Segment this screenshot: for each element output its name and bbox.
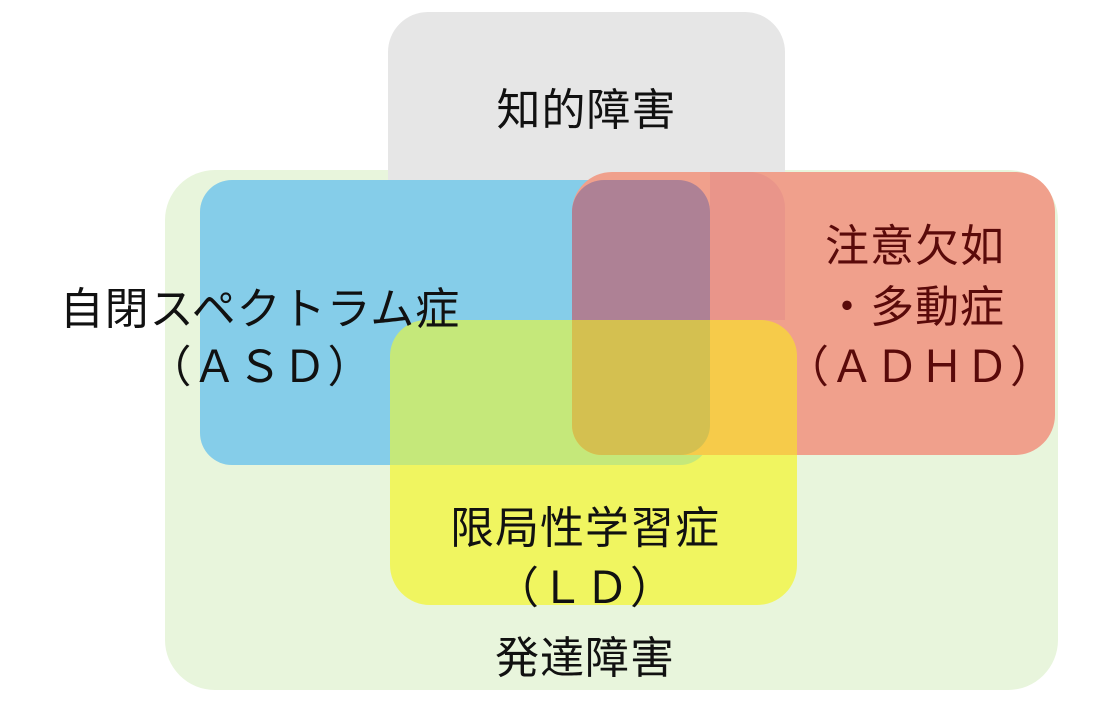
adhd-label-line3: （ＡＤＨＤ） — [785, 342, 1055, 393]
adhd-intellectual-overlap — [710, 172, 785, 320]
asd-label-line2: （ＡＳＤ） — [147, 342, 373, 393]
adhd-label-line2: ・多動症 — [825, 282, 1005, 333]
ld-label-line2: （ＬＤ） — [495, 563, 675, 614]
adhd-label-line1: 注意欠如 — [825, 221, 1005, 272]
intellectual-disability-label: 知的障害 — [496, 85, 677, 136]
asd-adhd-ld-overlap — [572, 320, 710, 455]
developmental-disorder-label: 発達障害 — [495, 633, 675, 684]
asd-label-line1: 自閉スペクトラム症 — [59, 284, 461, 335]
ld-label-line1: 限局性学習症 — [450, 503, 720, 554]
